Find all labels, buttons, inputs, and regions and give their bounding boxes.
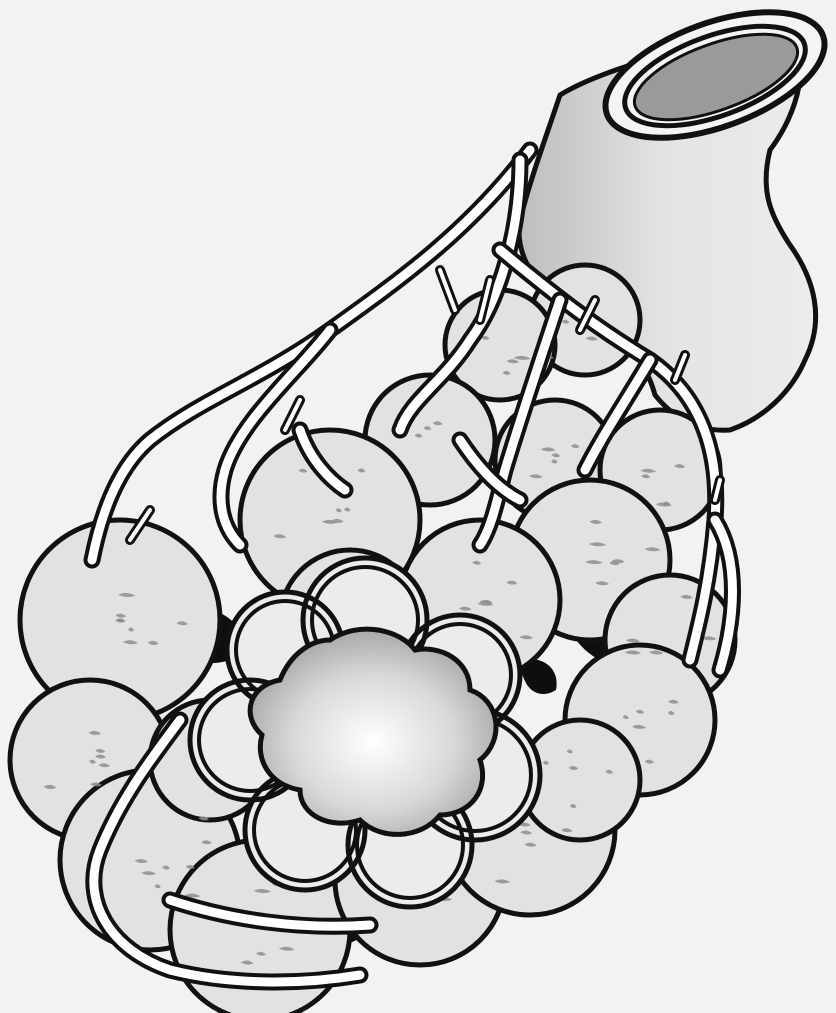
alveolar-sac-figure (0, 0, 836, 1013)
diagram-canvas (0, 0, 836, 1013)
